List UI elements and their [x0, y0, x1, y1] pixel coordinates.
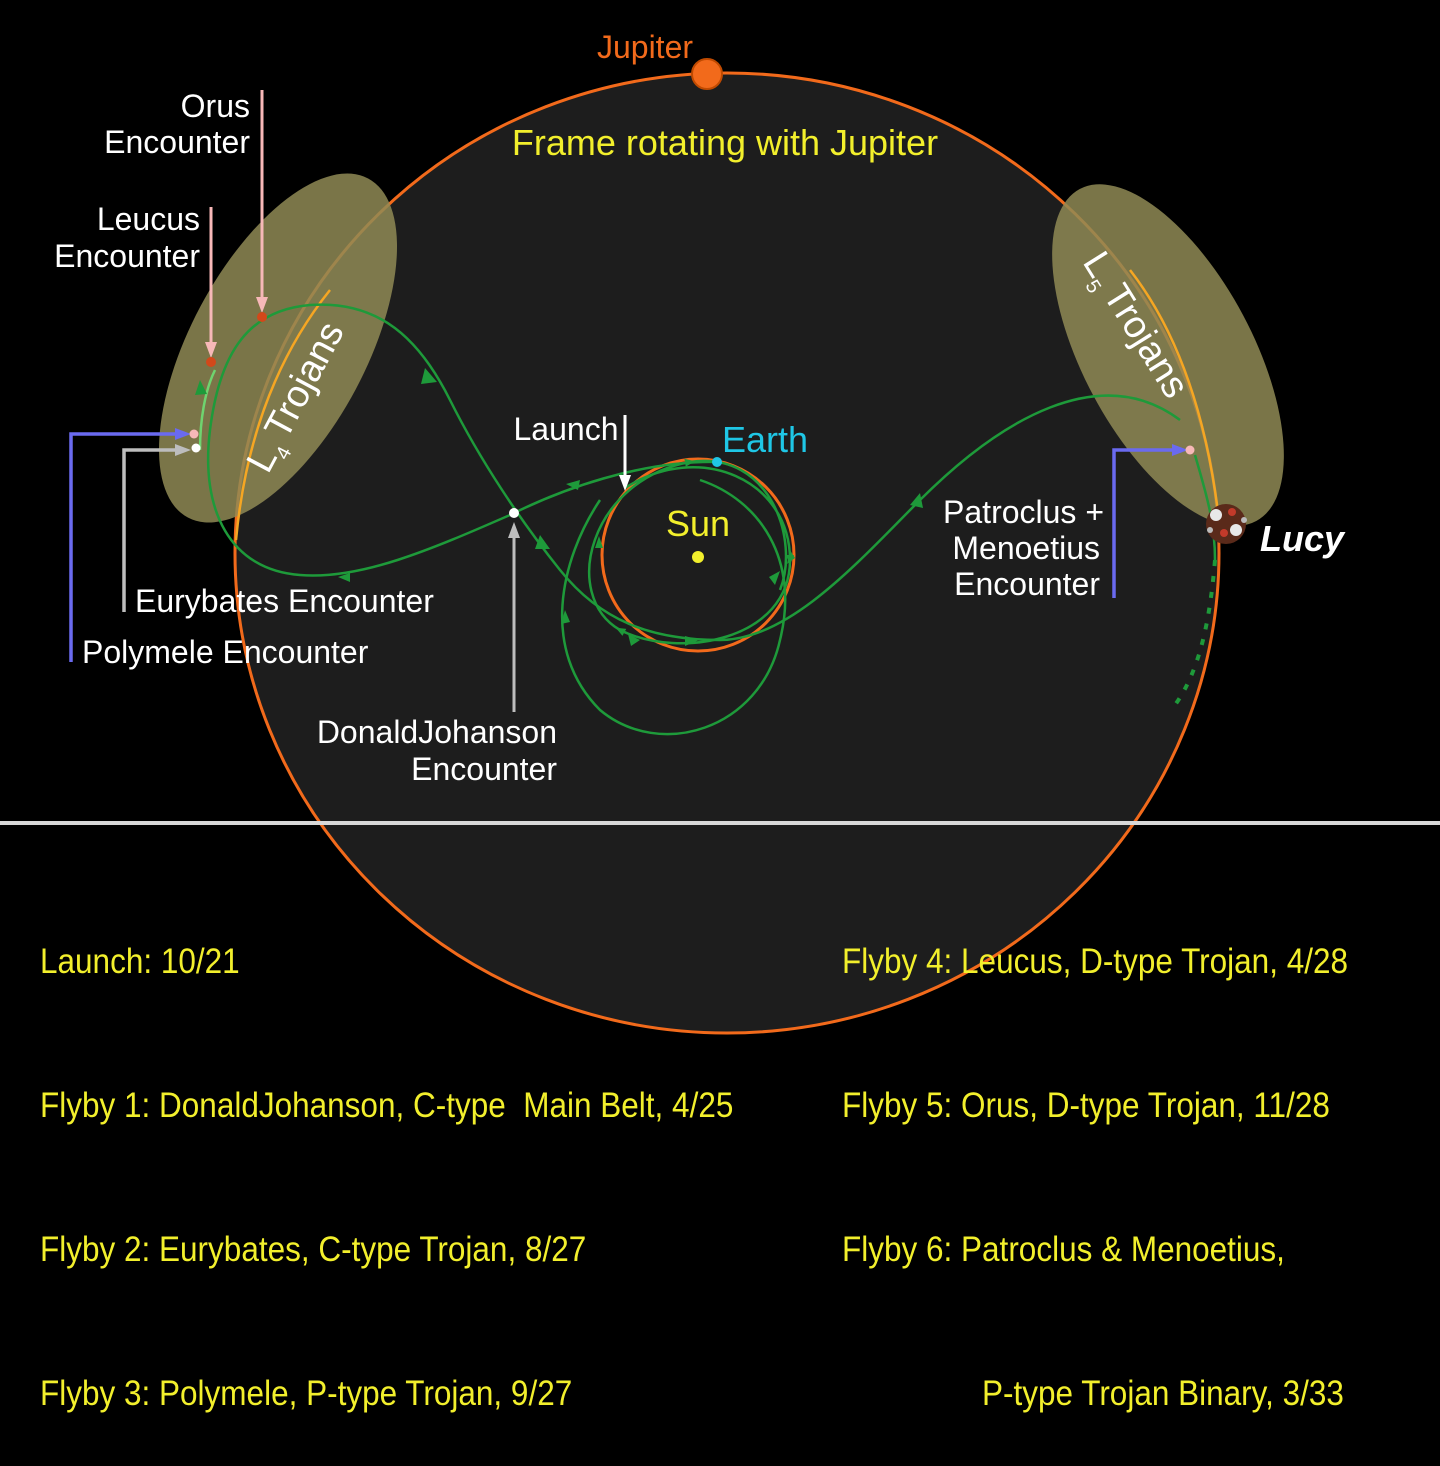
patroclus-dot	[1185, 445, 1195, 455]
legend-left: Launch: 10/21 Flyby 1: DonaldJohanson, C…	[40, 842, 733, 1466]
donaldjohanson-label-1: DonaldJohanson	[317, 714, 557, 750]
legend-flyby-1: Flyby 1: DonaldJohanson, C-type Main Bel…	[40, 1086, 734, 1125]
eurybates-arrow	[122, 444, 191, 612]
orus-label-1: Orus	[181, 88, 250, 124]
l4-trojan-cloud	[158, 173, 398, 523]
patroclus-label-1: Patroclus +	[943, 494, 1104, 530]
donaldjohanson-dot	[509, 508, 519, 518]
polymele-label: Polymele Encounter	[82, 634, 369, 670]
legend-flyby-5: Flyby 5: Orus, D-type Trojan, 11/28	[842, 1086, 1330, 1125]
leucus-dot	[206, 357, 216, 367]
legend-right: Flyby 4: Leucus, D-type Trojan, 4/28 Fly…	[842, 842, 1348, 1466]
sun-label: Sun	[666, 503, 730, 544]
lucy-mission-diagram: Jupiter Frame rotating with Jupiter Sun …	[0, 29, 1440, 1035]
lucy-label: Lucy	[1260, 518, 1346, 559]
trajectory-arrows	[195, 368, 923, 646]
polymele-dot	[189, 429, 199, 439]
orus-label-2: Encounter	[104, 124, 250, 160]
patroclus-arrow	[1112, 444, 1188, 598]
lucy-trajectory	[198, 303, 1217, 736]
frame-label: Frame rotating with Jupiter	[512, 122, 938, 163]
sun-dot	[692, 551, 704, 563]
earth-label: Earth	[722, 419, 808, 460]
launch-label: Launch	[514, 411, 619, 447]
lucy-spacecraft-icon	[1206, 504, 1247, 544]
jupiter-orbit-arc-l4	[234, 289, 331, 541]
earth-dot	[712, 457, 722, 467]
legend-flyby-4: Flyby 4: Leucus, D-type Trojan, 4/28	[842, 942, 1349, 981]
eurybates-label: Eurybates Encounter	[135, 583, 434, 619]
jupiter-label: Jupiter	[597, 29, 693, 65]
leucus-label-2: Encounter	[54, 238, 200, 274]
polymele-arrow	[69, 428, 191, 662]
leucus-label-1: Leucus	[97, 201, 200, 237]
jupiter-planet	[691, 58, 723, 90]
orus-dot	[257, 312, 267, 322]
l5-trojan-cloud	[1052, 184, 1284, 526]
legend-flyby-2: Flyby 2: Eurybates, C-type Trojan, 8/27	[40, 1230, 587, 1269]
legend-flyby-6: Flyby 6: Patroclus & Menoetius,	[842, 1230, 1285, 1269]
patroclus-label-2: Menoetius	[952, 530, 1100, 566]
jupiter-orbit-arc-l5	[1129, 269, 1221, 521]
patroclus-label-3: Encounter	[954, 566, 1100, 602]
donaldjohanson-label-2: Encounter	[411, 751, 557, 787]
legend-flyby-3: Flyby 3: Polymele, P-type Trojan, 9/27	[40, 1374, 573, 1413]
legend-launch: Launch: 10/21	[40, 942, 240, 981]
eurybates-dot	[191, 443, 201, 453]
legend-flyby-6-cont: P-type Trojan Binary, 3/33	[842, 1374, 1344, 1413]
